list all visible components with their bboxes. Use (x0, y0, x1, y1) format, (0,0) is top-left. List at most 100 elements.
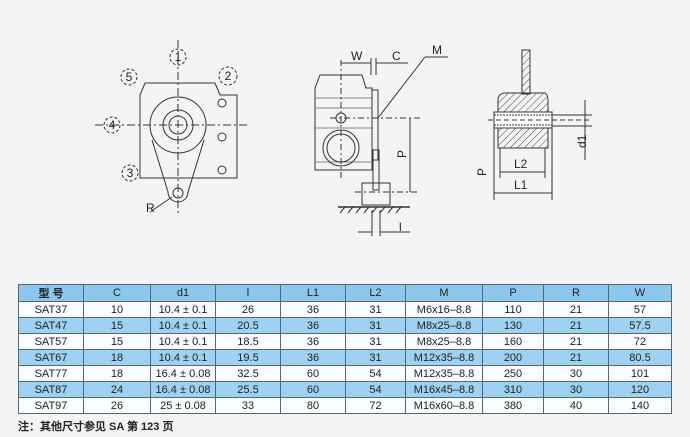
position-label-3: 3 (127, 166, 134, 180)
column-header: M (405, 284, 483, 302)
table-cell: 160 (482, 333, 544, 350)
table-cell: 15 (83, 333, 151, 350)
table-cell: 101 (608, 365, 672, 382)
table-cell: 250 (482, 365, 544, 382)
table-cell: 30 (543, 381, 609, 398)
table-cell: 30 (543, 365, 609, 382)
column-header: l (215, 284, 281, 302)
table-cell: 80.5 (608, 349, 672, 366)
m-label: M (432, 43, 442, 57)
footnote: 注：其他尺寸参见 SA 第 123 页 (18, 421, 174, 433)
table-cell: 18 (83, 349, 151, 366)
w-dimension-label: W (351, 49, 363, 63)
table-cell: 31 (345, 317, 406, 334)
table-cell: SAT47 (18, 317, 84, 334)
table-cell: 10.4 ± 0.1 (150, 317, 216, 334)
table-cell: 380 (482, 397, 544, 414)
table-cell: M8x25–8.8 (405, 317, 483, 334)
table-cell: 310 (482, 381, 544, 398)
column-header: R (543, 284, 609, 302)
front-view-drawing (95, 40, 250, 215)
table-cell: 24 (83, 381, 151, 398)
table-cell: 57 (608, 301, 672, 318)
table-cell: 32.5 (215, 365, 281, 382)
l1-dimension-label: L1 (514, 178, 528, 192)
column-header: 型 号 (18, 284, 84, 302)
l2-dimension-label: L2 (514, 157, 528, 171)
c-dimension-label: C (392, 49, 401, 63)
p-dimension-label: P (395, 150, 409, 158)
table-cell: 31 (345, 301, 406, 318)
position-label-4: 4 (109, 118, 116, 132)
table-cell: 25 ± 0.08 (150, 397, 216, 414)
table-cell: 10.4 ± 0.1 (150, 349, 216, 366)
table-cell: M12x35–8.8 (405, 365, 483, 382)
position-label-2: 2 (225, 69, 232, 83)
table-cell: M12x35–8.8 (405, 349, 483, 366)
side-view-labels: W C M P l (351, 43, 442, 234)
table-cell: 19.5 (215, 349, 281, 366)
table-cell: M16x60–8.8 (405, 397, 483, 414)
position-label-1: 1 (175, 50, 182, 64)
table-cell: 60 (280, 365, 346, 382)
table-cell: 21 (543, 317, 609, 334)
table-cell: M6x16–8.8 (405, 301, 483, 318)
table-cell: 36 (280, 301, 346, 318)
table-cell: 110 (482, 301, 544, 318)
column-header: C (83, 284, 151, 302)
table-cell: SAT67 (18, 349, 84, 366)
table-cell: SAT97 (18, 397, 84, 414)
technical-drawings: 1 2 3 4 5 R W C M P l (95, 40, 592, 236)
section-view-drawing (488, 49, 592, 200)
table-cell: 60 (280, 381, 346, 398)
radius-label: R (146, 201, 155, 215)
table-cell: 72 (345, 397, 406, 414)
table-cell: SAT77 (18, 365, 84, 382)
table-cell: 33 (215, 397, 281, 414)
table-cell: 21 (543, 333, 609, 350)
table-cell: 140 (608, 397, 672, 414)
table-cell: 26 (215, 301, 281, 318)
column-header: L2 (345, 284, 406, 302)
table-cell: 25.5 (215, 381, 281, 398)
table-cell: 36 (280, 333, 346, 350)
table-cell: 21 (543, 349, 609, 366)
column-header: P (482, 284, 544, 302)
table-cell: M16x45–8.8 (405, 381, 483, 398)
column-header: L1 (280, 284, 346, 302)
p-section-label: P (475, 168, 489, 176)
table-cell: 20.5 (215, 317, 281, 334)
front-view-labels: 1 2 3 4 5 R (109, 50, 232, 215)
table-cell: 36 (280, 317, 346, 334)
table-cell: 72 (608, 333, 672, 350)
table-cell: 10.4 ± 0.1 (150, 333, 216, 350)
table-cell: 16.4 ± 0.08 (150, 365, 216, 382)
section-view-labels: L2 L1 d1 P (475, 134, 589, 192)
table-cell: 15 (83, 317, 151, 334)
table-cell: 54 (345, 381, 406, 398)
table-cell: SAT57 (18, 333, 84, 350)
table-cell: 120 (608, 381, 672, 398)
table-cell: M8x25–8.8 (405, 333, 483, 350)
table-cell: SAT37 (18, 301, 84, 318)
table-cell: 200 (482, 349, 544, 366)
side-view-drawing (314, 56, 448, 236)
table-cell: 18 (83, 365, 151, 382)
table-cell: 31 (345, 333, 406, 350)
table-cell: 36 (280, 349, 346, 366)
table-cell: 16.4 ± 0.08 (150, 381, 216, 398)
table-cell: 10 (83, 301, 151, 318)
table-cell: SAT87 (18, 381, 84, 398)
table-cell: 80 (280, 397, 346, 414)
column-header: W (608, 284, 672, 302)
table-cell: 54 (345, 365, 406, 382)
